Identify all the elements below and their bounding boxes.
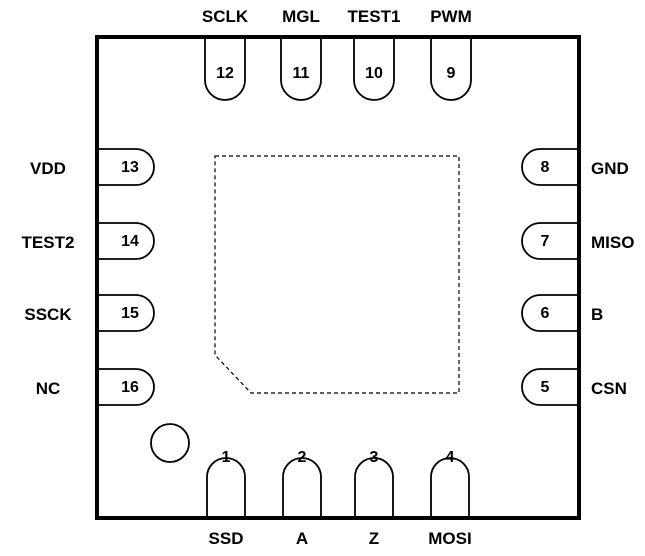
pin-label: Z	[369, 529, 379, 548]
pin-pad	[99, 222, 155, 260]
pin-label: PWM	[430, 7, 472, 26]
pin-number: 2	[298, 449, 307, 466]
pin-label: SSCK	[24, 305, 72, 324]
pin-pad	[353, 39, 395, 101]
pin-label: A	[296, 529, 308, 548]
pin-number: 3	[370, 449, 379, 466]
pin-label: NC	[36, 379, 61, 398]
pin-label: TEST2	[22, 233, 75, 252]
pin-label: MISO	[591, 233, 634, 252]
top-pins: 12 11 10 9 SCLK MGL TEST1 PWM	[202, 7, 472, 101]
pin-number: 9	[447, 65, 456, 82]
pin-pad	[280, 39, 322, 101]
pin-pad	[99, 148, 155, 186]
pin-pad	[521, 148, 577, 186]
pin-label: VDD	[30, 159, 66, 178]
pin-number: 5	[541, 379, 550, 396]
pin-pad	[204, 39, 246, 101]
pin-label: MGL	[282, 7, 320, 26]
pin-pad	[282, 457, 322, 516]
pin-label: B	[591, 305, 603, 324]
exposed-pad-outline	[214, 155, 460, 394]
pin-number: 15	[121, 305, 139, 322]
pin-number: 7	[541, 233, 550, 250]
pin-number: 4	[446, 449, 455, 466]
pin-pad	[521, 368, 577, 406]
left-pins: 13 14 15 16 VDD TEST2 SSCK NC	[22, 148, 155, 406]
pin-label: SSD	[209, 529, 244, 548]
pin-label: MOSI	[428, 529, 471, 548]
pin-pad	[521, 294, 577, 332]
pin-number: 11	[293, 65, 310, 82]
pin-label: GND	[591, 159, 629, 178]
pin-label: TEST1	[348, 7, 401, 26]
pin1-indicator	[150, 423, 190, 463]
bottom-pins: 1 2 3 4 SSD A Z MOSI	[206, 449, 472, 548]
pin-number: 14	[121, 233, 139, 250]
pin-number: 1	[222, 449, 231, 466]
right-pins: 8 7 6 5 GND MISO B CSN	[521, 148, 634, 406]
pin-number: 10	[365, 65, 383, 82]
pin-label: SCLK	[202, 7, 249, 26]
pin-number: 13	[121, 159, 139, 176]
pin-label: CSN	[591, 379, 627, 398]
pin-pad	[354, 457, 394, 516]
pin-pad	[206, 457, 246, 516]
pin-number: 8	[541, 159, 550, 176]
pin-number: 12	[216, 65, 234, 82]
pin-pad	[99, 368, 155, 406]
pin-number: 16	[121, 379, 139, 396]
pin-pad	[99, 294, 155, 332]
pin-pad	[521, 222, 577, 260]
pin-pad	[430, 457, 470, 516]
pin-pad	[430, 39, 472, 101]
pin-number: 6	[541, 305, 550, 322]
